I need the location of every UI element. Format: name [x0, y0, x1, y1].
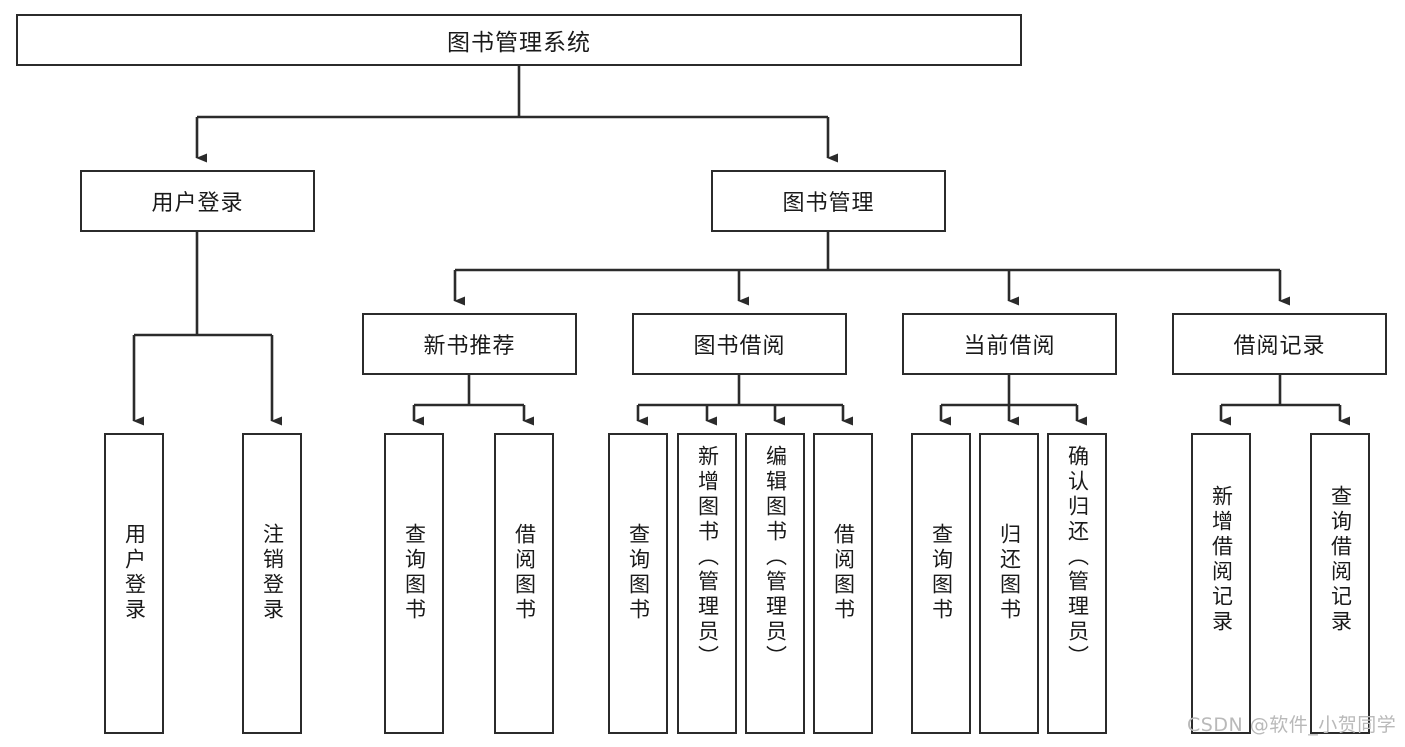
node-book-borrow-label: 图书借阅	[693, 334, 786, 359]
leaf-borrow-query-book[interactable]: 查询图书	[608, 433, 668, 734]
leaf-label: 查询图书	[626, 523, 651, 623]
leaf-label: 编辑图书（管理员）	[763, 445, 788, 670]
leaf-label: 借阅图书	[512, 523, 537, 623]
leaf-record-query-record[interactable]: 查询借阅记录	[1310, 433, 1370, 734]
leaf-record-add-record[interactable]: 新增借阅记录	[1191, 433, 1251, 734]
leaf-current-confirm-return-admin[interactable]: 确认归还（管理员）	[1047, 433, 1107, 734]
leaf-current-return-book[interactable]: 归还图书	[979, 433, 1039, 734]
node-root[interactable]: 图书管理系统	[16, 14, 1022, 66]
node-book-borrow[interactable]: 图书借阅	[632, 313, 847, 375]
leaf-user-login-signout[interactable]: 注销登录	[242, 433, 302, 734]
csdn-watermark: CSDN @软件_小贺同学	[1187, 714, 1397, 736]
leaf-borrow-borrow-book[interactable]: 借阅图书	[813, 433, 873, 734]
leaf-borrow-edit-book-admin[interactable]: 编辑图书（管理员）	[745, 433, 805, 734]
leaf-recommend-borrow-book[interactable]: 借阅图书	[494, 433, 554, 734]
node-borrow-record-label: 借阅记录	[1233, 334, 1326, 359]
leaf-label: 归还图书	[997, 523, 1022, 623]
node-user-login[interactable]: 用户登录	[80, 170, 315, 232]
leaf-label: 新增图书（管理员）	[695, 445, 720, 670]
node-new-book-recommend-label: 新书推荐	[423, 334, 516, 359]
leaf-label: 查询图书	[929, 523, 954, 623]
node-new-book-recommend[interactable]: 新书推荐	[362, 313, 577, 375]
node-book-management[interactable]: 图书管理	[711, 170, 946, 232]
leaf-recommend-query-book[interactable]: 查询图书	[384, 433, 444, 734]
leaf-label: 查询借阅记录	[1328, 485, 1353, 635]
leaf-label: 用户登录	[122, 523, 147, 623]
leaf-label: 新增借阅记录	[1209, 485, 1234, 635]
node-user-login-label: 用户登录	[151, 191, 244, 216]
leaf-label: 查询图书	[402, 523, 427, 623]
node-root-label: 图书管理系统	[447, 30, 591, 56]
leaf-label: 注销登录	[260, 523, 285, 623]
leaf-label: 确认归还（管理员）	[1065, 445, 1090, 670]
leaf-current-query-book[interactable]: 查询图书	[911, 433, 971, 734]
leaf-user-login-signin[interactable]: 用户登录	[104, 433, 164, 734]
node-borrow-record[interactable]: 借阅记录	[1172, 313, 1387, 375]
leaf-borrow-add-book-admin[interactable]: 新增图书（管理员）	[677, 433, 737, 734]
node-current-borrow-label: 当前借阅	[963, 334, 1056, 359]
node-current-borrow[interactable]: 当前借阅	[902, 313, 1117, 375]
node-book-management-label: 图书管理	[782, 191, 875, 216]
leaf-label: 借阅图书	[831, 523, 856, 623]
